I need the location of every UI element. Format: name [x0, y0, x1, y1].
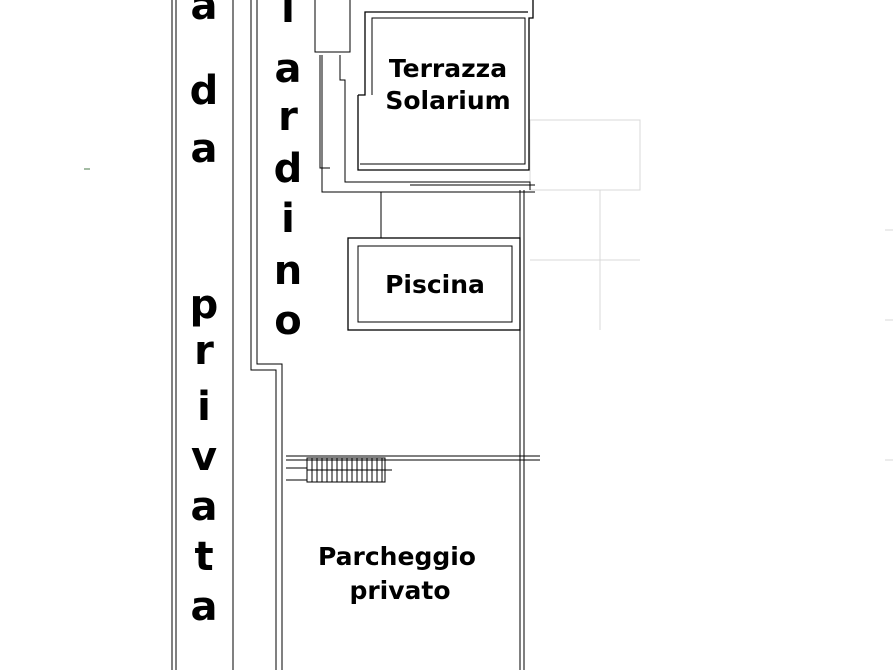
giardino-letter: n	[274, 248, 302, 294]
strada-letter: a	[191, 126, 218, 172]
terrace-room	[357, 0, 534, 171]
privata-label: p r i v a t a	[190, 282, 219, 630]
giardino-letter: i	[281, 196, 295, 242]
giardino-letter: i	[281, 0, 295, 32]
strada-letter: d	[190, 68, 219, 114]
piscina-label: Piscina	[385, 270, 485, 299]
privata-letter: i	[197, 384, 211, 430]
background-ghost-lines	[529, 119, 893, 461]
giardino-letter: r	[278, 94, 298, 140]
terrazza-label: Terrazza	[389, 54, 507, 83]
privata-letter: v	[191, 434, 217, 480]
pool	[347, 237, 521, 331]
privata-letter: r	[194, 328, 214, 374]
privato-label: privato	[349, 576, 450, 605]
giardino-letter: d	[274, 146, 303, 192]
giardino-label: i a r d i n o	[274, 0, 303, 344]
parcheggio-label: Parcheggio	[318, 542, 476, 571]
privata-letter: a	[191, 584, 218, 630]
staircase	[286, 455, 540, 483]
private-road-strip	[171, 0, 234, 670]
privata-letter: p	[190, 282, 219, 328]
strada-label: a d a	[190, 0, 219, 172]
solarium-label: Solarium	[385, 86, 510, 115]
strada-letter: a	[191, 0, 218, 29]
building-outline	[314, 0, 535, 238]
privata-letter: a	[191, 484, 218, 530]
giardino-letter: o	[274, 298, 301, 344]
privata-letter: t	[194, 534, 213, 580]
giardino-letter: a	[275, 46, 302, 92]
